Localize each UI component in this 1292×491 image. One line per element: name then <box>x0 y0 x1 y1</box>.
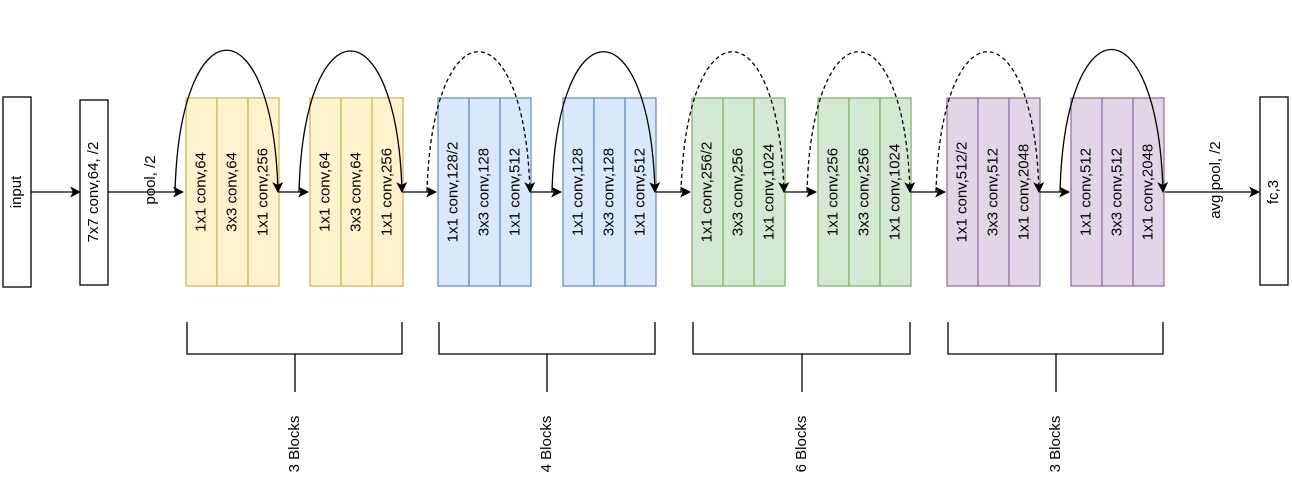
residual-block-1: 1x1 conv,64 3x3 conv,64 1x1 conv,256 <box>185 97 280 287</box>
skip-connections <box>174 48 1169 194</box>
stage-label: 6 Blocks <box>793 416 810 473</box>
conv-layer-box <box>848 97 881 287</box>
conv-layer-label: 1x1 conv,64 <box>316 152 333 232</box>
conv-layer-label: 1x1 conv,64 <box>192 152 209 232</box>
bracket-line <box>438 322 656 355</box>
conv-layer-label: 3x3 conv,128 <box>600 148 617 236</box>
conv-layer-box <box>977 97 1010 287</box>
conv-layer-label: 3x3 conv,512 <box>1108 148 1125 236</box>
avgpool-label: avg pool, /2 <box>1207 141 1224 219</box>
conv-layer-label: 1x1 conv,512 <box>506 148 523 236</box>
conv-layer-label: 1x1 conv,256 <box>254 148 271 236</box>
stage-label: 3 Blocks <box>286 416 303 473</box>
conv-layer-box <box>946 97 979 287</box>
skip-connection-dashed <box>806 51 916 194</box>
input-node: input <box>2 96 32 288</box>
fc-node: fc,3 <box>1259 96 1289 286</box>
bracket-line <box>947 322 1164 355</box>
pool-label: pool, /2 <box>142 155 159 204</box>
skip-connection-dashed <box>680 51 790 194</box>
conv-layer-label: 1x1 conv,512/2 <box>953 142 970 243</box>
input-label: input <box>8 175 25 208</box>
skip-connection-solid <box>551 51 661 194</box>
residual-block-7: 1x1 conv,512/2 3x3 conv,512 1x1 conv,2048 <box>946 97 1041 287</box>
conv1-label: 7x7 conv,64, /2 <box>85 142 102 243</box>
residual-block-6: 1x1 conv,256 3x3 conv,256 1x1 conv,1024 <box>817 97 912 287</box>
conv-layer-label: 1x1 conv,256 <box>824 148 841 236</box>
conv-layer-label: 1x1 conv,256/2 <box>698 142 715 243</box>
skip-connection-solid <box>1059 48 1169 194</box>
conv-layer-box <box>340 97 373 287</box>
conv-layer-box <box>437 97 470 287</box>
conv-layer-label: 1x1 conv,128/2 <box>444 142 461 243</box>
skip-connection-solid <box>298 50 408 194</box>
conv-layer-box <box>593 97 626 287</box>
conv1-node: 7x7 conv,64, /2 <box>79 99 109 286</box>
conv-layer-label: 3x3 conv,128 <box>475 148 492 236</box>
residual-block-8: 1x1 conv,512 3x3 conv,512 1x1 conv,2048 <box>1070 97 1165 287</box>
fc-label: fc,3 <box>1265 180 1282 204</box>
conv-layer-box <box>817 97 850 287</box>
stage-label: 3 Blocks <box>1047 416 1064 473</box>
conv-layer-label: 1x1 conv,512 <box>1077 148 1094 236</box>
conv-layer-box <box>309 97 342 287</box>
stage-bracket-2: 4 Blocks <box>438 322 656 473</box>
skip-connection-dashed <box>935 51 1045 194</box>
conv-layer-label: 3x3 conv,256 <box>855 148 872 236</box>
conv-layer-label: 1x1 conv,128 <box>569 148 586 236</box>
conv-layer-label: 3x3 conv,64 <box>223 152 240 232</box>
conv-layer-label: 1x1 conv,512 <box>631 148 648 236</box>
stage-bracket-1: 3 Blocks <box>186 322 403 473</box>
conv-layer-label: 1x1 conv,1024 <box>886 144 903 240</box>
conv-layer-label: 1x1 conv,2048 <box>1139 144 1156 240</box>
bracket-line <box>186 322 403 355</box>
conv-layer-label: 1x1 conv,256 <box>378 148 395 236</box>
stage-bracket-4: 3 Blocks <box>947 322 1164 473</box>
stage-bracket-3: 6 Blocks <box>692 322 911 473</box>
bracket-line <box>692 322 911 355</box>
conv-layer-label: 3x3 conv,256 <box>729 148 746 236</box>
conv-layer-label: 1x1 conv,1024 <box>760 144 777 240</box>
stage-label: 4 Blocks <box>538 416 555 473</box>
stage-brackets: 3 Blocks 4 Blocks 6 Blocks 3 Blocks <box>186 322 1164 473</box>
conv-layer-box <box>691 97 724 287</box>
conv-layer-label: 1x1 conv,2048 <box>1015 144 1032 240</box>
conv-layer-box <box>1070 97 1103 287</box>
residual-block-3: 1x1 conv,128/2 3x3 conv,128 1x1 conv,512 <box>437 97 532 287</box>
skip-connection-dashed <box>426 51 536 194</box>
skip-connection-solid <box>174 49 284 194</box>
residual-block-5: 1x1 conv,256/2 3x3 conv,256 1x1 conv,1024 <box>691 97 786 287</box>
conv-layer-box <box>185 97 218 287</box>
conv-layer-label: 3x3 conv,512 <box>984 148 1001 236</box>
residual-block-2: 1x1 conv,64 3x3 conv,64 1x1 conv,256 <box>309 97 404 287</box>
conv-layer-box <box>722 97 755 287</box>
conv-layer-label: 3x3 conv,64 <box>347 152 364 232</box>
residual-block-4: 1x1 conv,128 3x3 conv,128 1x1 conv,512 <box>562 97 657 287</box>
